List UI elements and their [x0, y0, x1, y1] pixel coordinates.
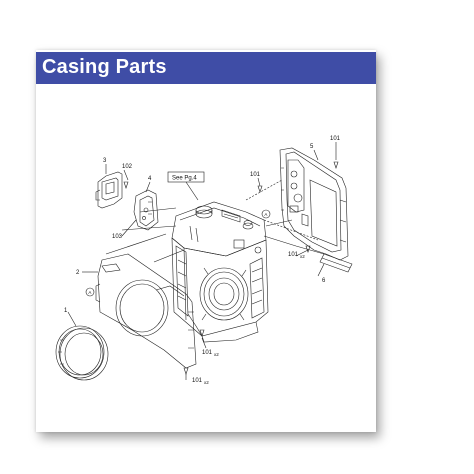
callout-101-right: 101 — [288, 252, 299, 258]
callout-103: 103 — [112, 234, 123, 240]
callout-102: 102 — [122, 164, 133, 170]
qty-x2-right: x2 — [300, 254, 305, 259]
side-panel-part — [133, 189, 159, 231]
screw-parts — [123, 161, 339, 375]
callout-6: 6 — [322, 278, 326, 284]
callout-2: 2 — [76, 270, 80, 276]
page-header: Casing Parts — [36, 52, 376, 84]
ref-a-right: A — [264, 212, 267, 217]
lens-ring-part — [55, 325, 109, 381]
ref-a-left: A — [88, 290, 91, 295]
side-cover-part — [95, 171, 123, 209]
callout-101-bottom-center: 101 — [202, 350, 213, 356]
rear-cover-part — [279, 147, 349, 261]
front-cover-part — [95, 253, 197, 369]
strip-part — [319, 253, 353, 273]
catalog-page: Casing Parts — [36, 50, 376, 432]
callout-1: 1 — [64, 308, 68, 314]
callout-3: 3 — [103, 158, 107, 164]
callout-101-top-center: 101 — [250, 172, 261, 178]
qty-x2-bottom: x2 — [204, 380, 209, 385]
callout-5: 5 — [310, 144, 314, 150]
camera-body-assembly — [171, 201, 269, 343]
callout-4: 4 — [148, 176, 152, 182]
page-title: Casing Parts — [42, 56, 167, 78]
callout-101-bottom: 101 — [192, 378, 203, 384]
callout-101-top-right: 101 — [330, 136, 341, 142]
see-page-label: See Pg.4 — [172, 176, 197, 182]
exploded-parts-diagram: See Pg.4 5 101 101 3 102 4 103 2 1 6 101… — [55, 136, 353, 385]
qty-x2-bottom-center: x2 — [214, 352, 219, 357]
